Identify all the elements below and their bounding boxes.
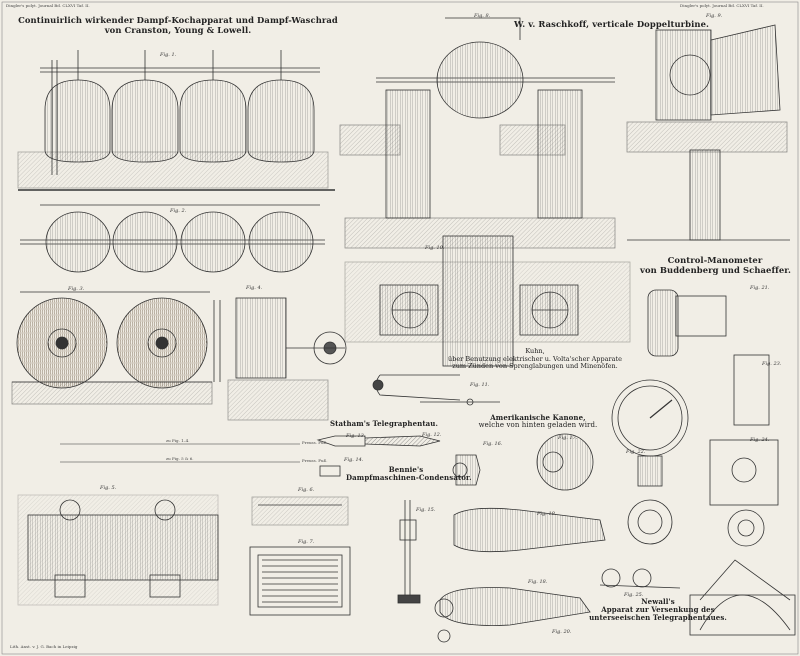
manometer <box>611 289 779 547</box>
scale-label-2: zu Fig. 5 & 6. <box>166 456 194 461</box>
scales <box>60 443 300 463</box>
fig-label: Fig. 18. <box>528 579 548 585</box>
cannon-title-line2: welche von hinten geladen wird. <box>478 421 598 429</box>
autoclave-title-line1: Continuirlich wirkender Dampf-Kochappara… <box>18 15 338 25</box>
kuhn-title: Kuhn, über Benutzung elektrischer u. Vol… <box>430 348 640 370</box>
newall-title: Newall's Apparat zur Versenkung des unte… <box>588 598 728 621</box>
autoclave-title-line2: von Cranston, Young & Lowell. <box>104 25 252 36</box>
fig-label: Fig. 22. <box>626 449 646 455</box>
condenser-section <box>17 494 219 606</box>
cannon-title-line1: Amerikanische Kanone, <box>490 413 586 422</box>
header-left: Dingler's polyt. Journal Bd. CLXVI Taf. … <box>6 3 90 8</box>
manometer-title-line2: von Buddenberg und Schaeffer. <box>640 265 792 276</box>
fig-label: Fig. 24. <box>750 437 770 443</box>
fig-label: Fig. 2. <box>170 208 187 214</box>
fig-label: Fig. 16. <box>483 441 503 447</box>
fig-label: Fig. 5. <box>100 485 117 491</box>
statham-title: Statham's Telegraphentau. <box>330 419 439 428</box>
newall-title-line1: Newall's <box>641 597 675 606</box>
fig-label: Fig. 8. <box>474 13 491 19</box>
turbine-title: W. v. Raschkoff, verticale Doppelturbine… <box>514 19 710 29</box>
newall-title-line3: unterseeischen Telegraphentaues. <box>589 613 727 622</box>
autoclave-elevation <box>17 50 335 191</box>
fig-label: Fig. 6. <box>298 487 315 493</box>
turbine-elevation <box>339 17 616 249</box>
autoclave-title: Continuirlich wirkender Dampf-Kochappara… <box>18 16 338 35</box>
scale-unit-1: Preuss. Fuß. <box>302 440 328 445</box>
bennie-title: Bennie's Dampfmaschinen-Condensator. <box>346 465 472 482</box>
fig-label: Fig. 15. <box>416 507 436 513</box>
fig-label: Fig. 12. <box>422 432 442 438</box>
fig-label: Fig. 13. <box>346 433 366 439</box>
kuhn-title-line2: über Benutzung elektrischer u. Volta'sch… <box>448 354 622 363</box>
fig-label: Fig. 20. <box>552 629 572 635</box>
wheel-with-gear <box>213 297 347 421</box>
bennie-title-line2: Dampfmaschinen-Condensator. <box>346 473 472 482</box>
scale-unit-2: Preuss. Fuß. <box>302 458 328 463</box>
fig-label: Fig. 10. <box>425 245 445 251</box>
wash-wheels <box>11 291 213 405</box>
lithographer-credit: Lith. Anst. v. J. G. Bach in Leipzig <box>10 644 78 649</box>
fig-label: Fig. 21. <box>750 285 770 291</box>
fig-label: Fig. 1. <box>160 52 177 58</box>
cable-laying-apparatus <box>599 559 796 636</box>
tank-elevation <box>251 496 349 526</box>
telegraph-cable <box>316 435 441 477</box>
bennie-condenser <box>397 500 421 604</box>
newall-title-line2: Apparat zur Versenkung des <box>601 605 715 614</box>
header-right: Dingler's polyt. Journal Bd. CLXVI Taf. … <box>680 3 764 8</box>
manometer-title: Control-Manometer von Buddenberg und Sch… <box>640 255 792 276</box>
cannon-title: Amerikanische Kanone, welche von hinten … <box>468 414 608 429</box>
fig-label: Fig. 7. <box>298 539 315 545</box>
fig-label: Fig. 4. <box>246 285 263 291</box>
fig-label: Fig. 25. <box>624 592 644 598</box>
turbine-side <box>626 24 790 241</box>
fig-label: Fig. 9. <box>706 13 723 19</box>
fig-label: Fig. 17. <box>558 435 578 441</box>
igniter-apparatus <box>372 374 500 406</box>
scale-label-1: zu Fig. 1–4. <box>166 438 190 443</box>
fig-label: Fig. 14. <box>344 457 364 463</box>
turbine-plan <box>344 235 631 367</box>
autoclave-plan <box>20 204 325 273</box>
fig-label: Fig. 23. <box>762 361 782 367</box>
bennie-title-line1: Bennie's <box>388 465 424 474</box>
kuhn-title-line3: zum Zünden von Sprenglabungen und Minenö… <box>452 362 618 370</box>
fig-label: Fig. 19. <box>537 511 557 517</box>
coil-plan <box>249 546 351 616</box>
manometer-title-line1: Control-Manometer <box>667 255 763 265</box>
kuhn-title-line1: Kuhn, <box>525 347 545 355</box>
breech-loading-cannon <box>434 433 606 643</box>
fig-label: Fig. 11. <box>470 382 490 388</box>
fig-label: Fig. 3. <box>68 286 85 292</box>
